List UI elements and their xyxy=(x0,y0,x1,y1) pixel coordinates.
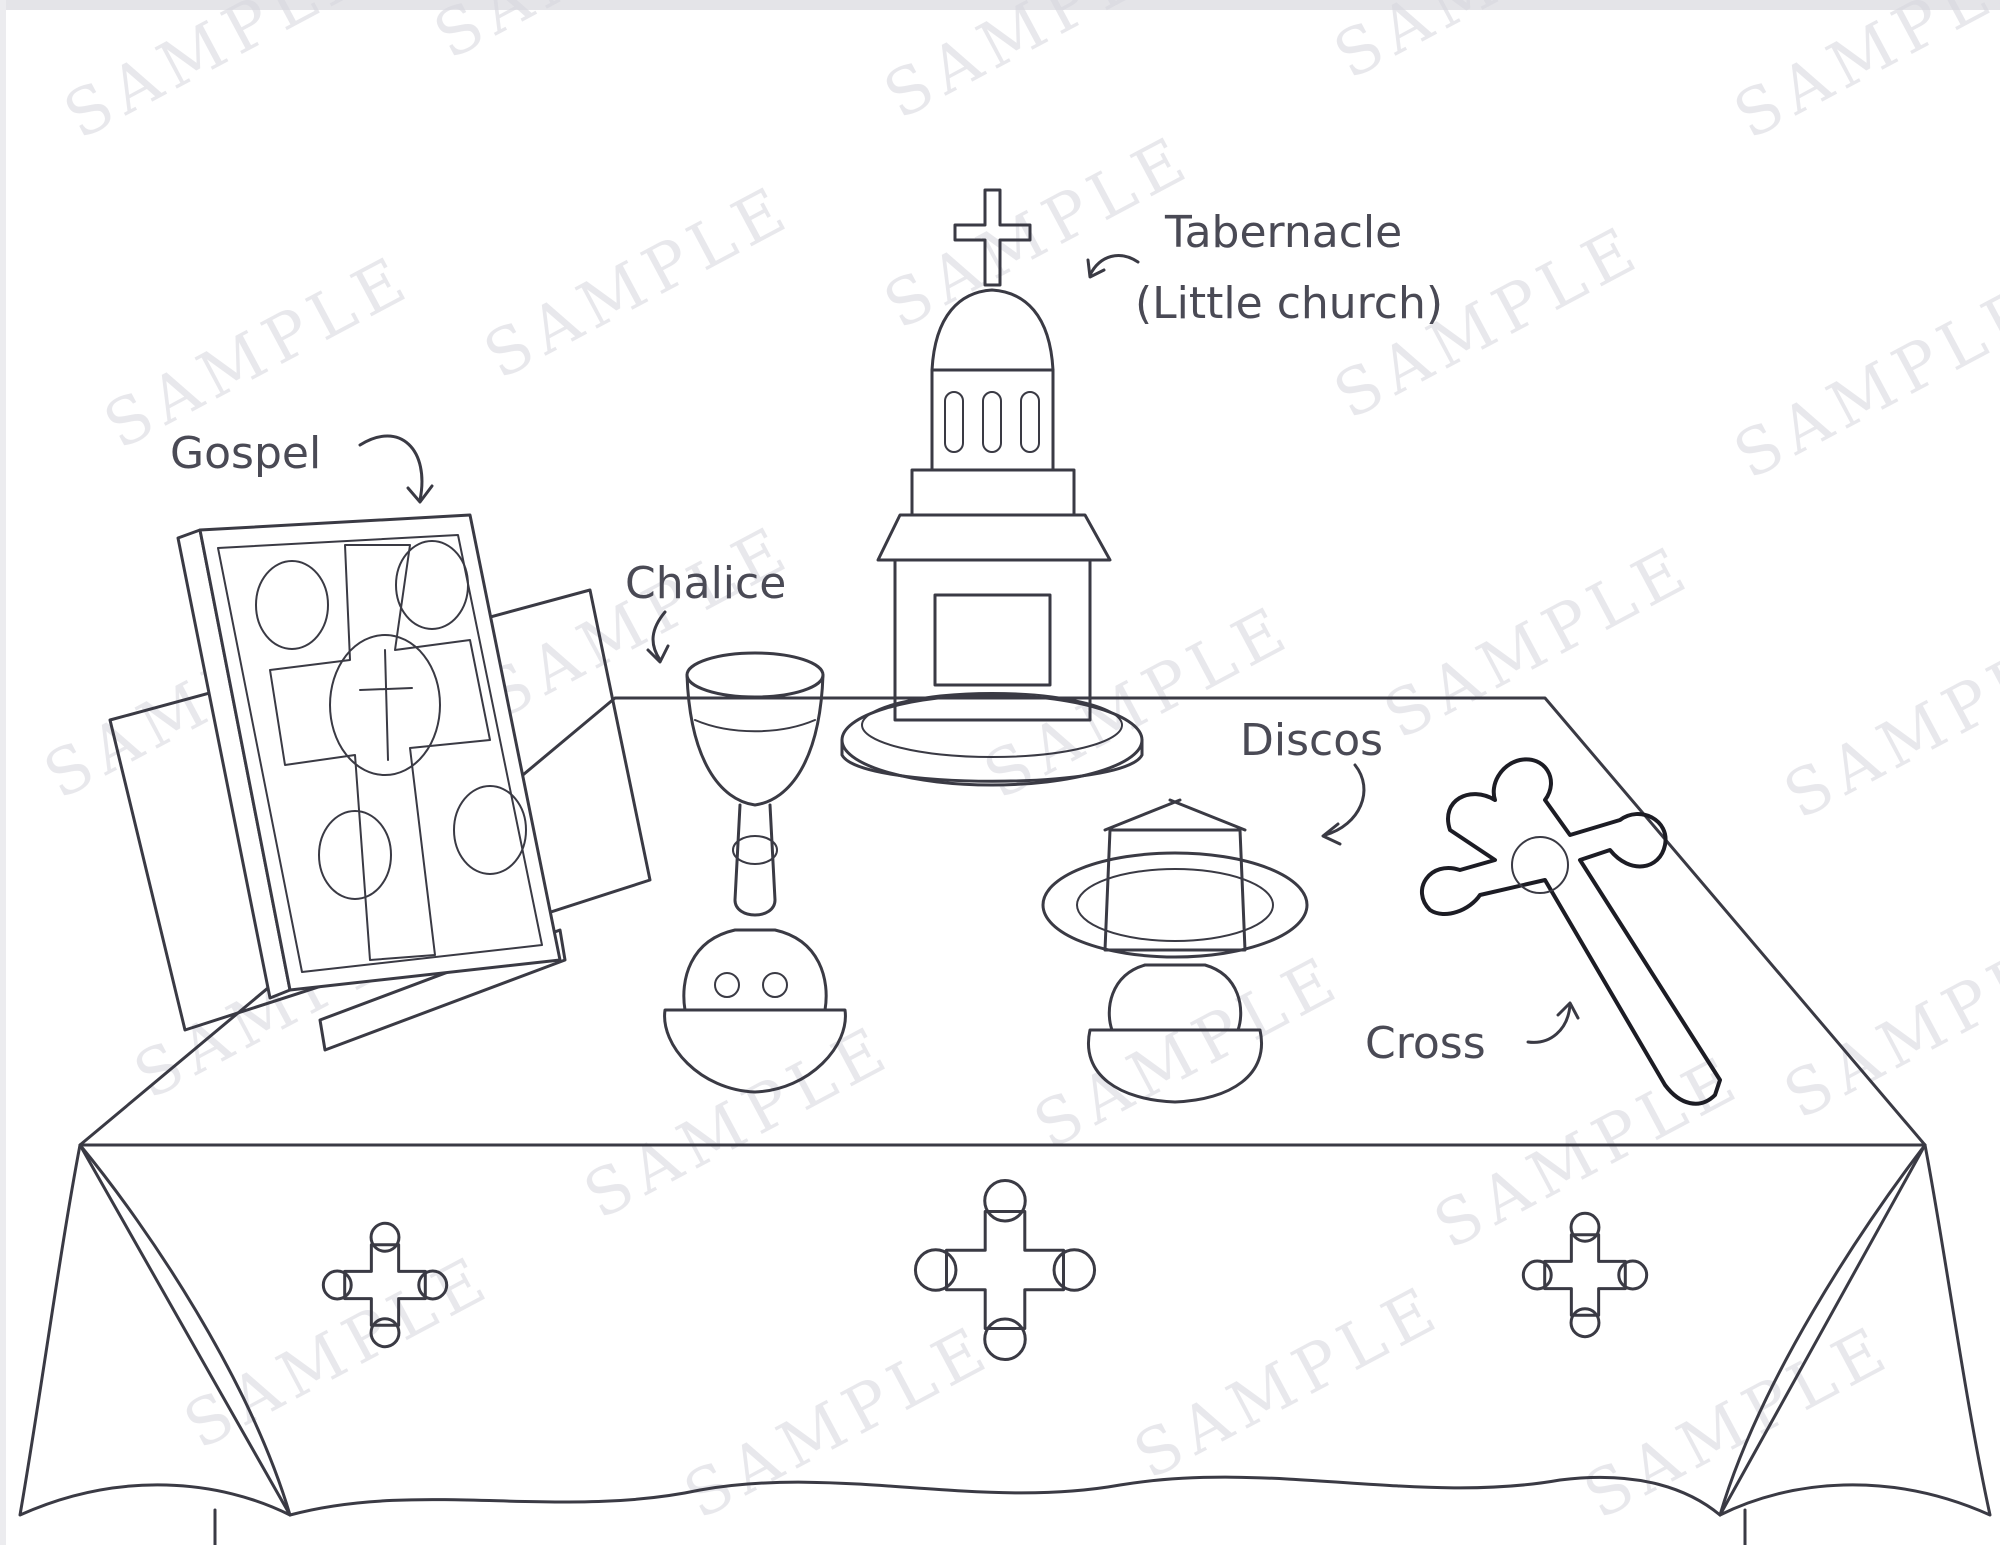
chalice-foot xyxy=(663,1008,847,1094)
label-gospel: Gospel xyxy=(170,428,321,479)
watermark-text: SAMPLE xyxy=(473,171,804,394)
tabernacle-base-inner xyxy=(861,692,1123,758)
watermark-text: SAMPLE xyxy=(1773,611,2000,834)
chalice-arrow xyxy=(651,610,667,662)
cross-arrowhead xyxy=(1556,1001,1580,1020)
tabernacle-window xyxy=(1020,391,1040,453)
tabernacle-drum xyxy=(930,368,1055,472)
watermark-text: SAMPLE xyxy=(1573,1311,1904,1534)
watermark-text: SAMPLE xyxy=(473,511,804,734)
gospel-cover-inner xyxy=(217,534,543,973)
asterisk-star-cover xyxy=(1103,828,1247,952)
cloth-cross xyxy=(913,1178,1097,1362)
watermark-text: SAMPLE xyxy=(1423,1041,1754,1264)
discos-plate-inner xyxy=(1076,868,1274,942)
left-border xyxy=(0,0,6,1545)
asterisk-arm xyxy=(1168,798,1247,832)
chalice-arrowhead xyxy=(646,644,670,664)
watermark-text: SAMPLE xyxy=(1323,0,1654,94)
chalice-knop xyxy=(732,835,778,865)
tabernacle-arrowhead xyxy=(1086,258,1106,279)
tabernacle-dome xyxy=(930,288,1055,372)
label-cross: Cross xyxy=(1365,1018,1486,1069)
chalice-ornament xyxy=(714,972,740,998)
tabernacle-roof xyxy=(876,513,1112,562)
watermark-text: SAMPLE xyxy=(1723,271,2000,494)
watermark-text: SAMPLE xyxy=(1023,941,1354,1164)
gospel-medallion xyxy=(255,560,329,650)
watermark-text: SAMPLE xyxy=(1723,0,2000,154)
discos xyxy=(1041,798,1309,1104)
gospel-arrowhead xyxy=(406,484,434,504)
gospel-arrow xyxy=(358,434,424,502)
cloth-left-fold xyxy=(18,1143,292,1517)
discos-arrowhead xyxy=(1321,822,1342,846)
gospel-cover xyxy=(198,513,562,992)
watermark-text: SAMPLE xyxy=(173,1241,504,1464)
watermark-text: SAMPLE xyxy=(573,1011,904,1234)
asterisk-arm xyxy=(1103,798,1182,832)
gospel-cross xyxy=(269,544,491,961)
chalice-band xyxy=(694,719,816,733)
hand-cross-body xyxy=(1419,757,1722,1106)
cloth-crosses xyxy=(321,1178,1649,1362)
tabernacle-door xyxy=(933,593,1052,687)
tabernacle-band xyxy=(910,468,1076,517)
chalice-ornament xyxy=(762,972,788,998)
watermark-text: SAMPLE xyxy=(423,0,754,74)
cloth-right-edge xyxy=(1718,1143,1927,1517)
discos-plate xyxy=(1041,851,1309,959)
chalice-cup xyxy=(685,673,825,807)
cross-arrow xyxy=(1526,1003,1572,1044)
chalice xyxy=(663,651,847,1094)
watermark-text: SAMPLE xyxy=(673,1311,1004,1534)
label-discos: Discos xyxy=(1240,715,1383,766)
label-arrows xyxy=(358,254,1580,1044)
label-chalice: Chalice xyxy=(625,558,786,609)
gospel-medallion xyxy=(395,540,469,630)
tabernacle-arrow xyxy=(1088,254,1140,277)
gospel-medallion xyxy=(453,785,527,875)
cloth-hem xyxy=(288,1475,1722,1517)
tabernacle-base-edge xyxy=(840,738,1144,783)
gospel-center-medallion xyxy=(329,634,441,776)
label-tabernacle-subtitle: (Little church) xyxy=(1135,278,1443,329)
crucifix-beam xyxy=(359,687,413,691)
label-tabernacle: Tabernacle xyxy=(1164,207,1402,258)
chalice-stem xyxy=(733,803,777,917)
cloth-left-edge xyxy=(78,1143,292,1517)
chalice-base-dome xyxy=(682,928,828,1012)
cloth-cross xyxy=(1521,1211,1649,1339)
cloth-cross xyxy=(321,1221,449,1349)
gospel-book xyxy=(108,513,652,1052)
gospel-medallion xyxy=(318,810,392,900)
discos-foot xyxy=(1087,1028,1263,1104)
watermark-text: SAMPLE xyxy=(53,0,384,154)
altar-table xyxy=(18,696,1992,1545)
hand-cross xyxy=(1419,757,1722,1106)
tabernacle xyxy=(840,188,1144,787)
watermark-text: SAMPLE xyxy=(1373,531,1704,754)
tabernacle-body xyxy=(893,558,1092,722)
crucifix-post xyxy=(384,649,389,761)
watermark-text: SAMPLE xyxy=(873,0,1204,134)
tabernacle-window xyxy=(982,391,1002,453)
discos-arrow xyxy=(1323,763,1366,837)
tabernacle-cross xyxy=(953,188,1032,287)
top-border xyxy=(0,0,2000,10)
cloth-right-fold xyxy=(1718,1143,1992,1517)
hand-cross-center xyxy=(1511,836,1569,894)
chalice-rim xyxy=(685,651,825,699)
tabernacle-window xyxy=(944,391,964,453)
watermark-text: SAMPLE xyxy=(1123,1271,1454,1494)
